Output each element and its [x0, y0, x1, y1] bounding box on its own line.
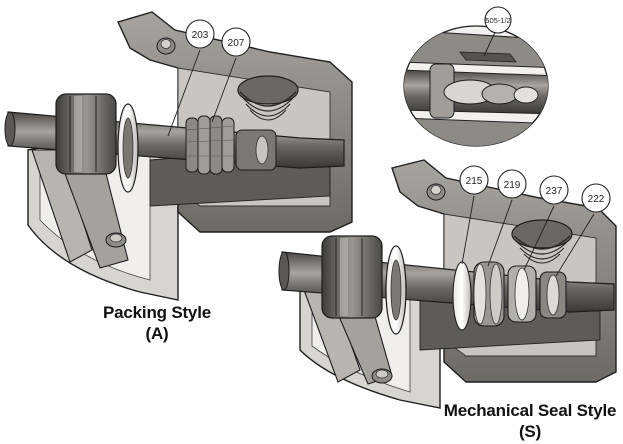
bearing	[321, 235, 383, 319]
detail-inset: 505-1/2	[403, 6, 549, 147]
callout-215: 215	[459, 165, 489, 265]
seal-head-237	[507, 265, 537, 323]
seal-spring-219	[473, 261, 505, 327]
packing-style-caption: Packing Style (A)	[82, 302, 232, 344]
bolt-icon	[426, 183, 446, 201]
mechanical-seal-code: (S)	[518, 422, 542, 441]
callout-222-label: 222	[588, 194, 605, 205]
callout-219: 219	[487, 169, 527, 267]
callout-222: 222	[555, 183, 611, 277]
packing-style-assembly: 203 207	[4, 11, 353, 301]
packing-style-title: Packing Style	[103, 303, 211, 322]
callout-237-label: 237	[546, 186, 563, 197]
threaded-port	[511, 219, 573, 264]
bolt-icon	[105, 232, 127, 248]
callout-219-label: 219	[504, 180, 521, 191]
callout-237: 237	[523, 175, 569, 271]
bearing	[55, 93, 117, 175]
threaded-port	[237, 75, 299, 121]
callout-207: 207	[211, 27, 251, 123]
callout-203: 203	[167, 19, 215, 137]
mechanical-seal-caption: Mechanical Seal Style (S)	[440, 400, 620, 442]
callout-505-1-2: 505-1/2	[483, 6, 512, 57]
bolt-icon	[156, 37, 176, 55]
seal-seat-222	[539, 271, 567, 319]
callout-203-label: 203	[192, 30, 209, 41]
callout-505-label: 505-1/2	[485, 16, 510, 25]
packing-style-code: (A)	[145, 324, 169, 343]
seal-ring-215	[452, 261, 472, 331]
callout-215-label: 215	[466, 176, 483, 187]
callout-207-label: 207	[228, 38, 245, 49]
mechanical-seal-assembly: 215 219 237 222	[278, 159, 617, 409]
bolt-icon	[371, 368, 393, 384]
mechanical-seal-title: Mechanical Seal Style	[443, 401, 617, 420]
packing-rings	[185, 115, 235, 175]
